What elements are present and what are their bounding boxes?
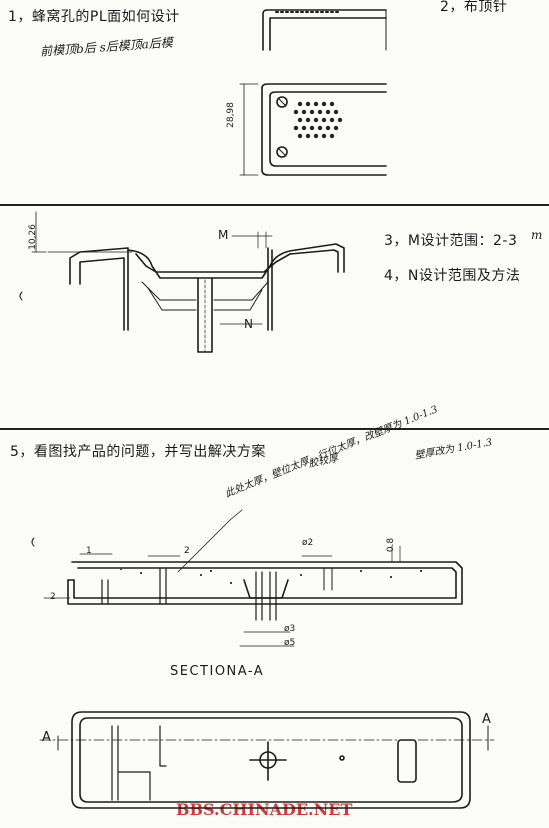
- honeycomb-cross-section: [262, 9, 387, 51]
- section-title: SECTIONA-A: [170, 664, 265, 679]
- honeycomb-holes: [293, 101, 343, 139]
- watermark: BBS.CHINADE.NET: [176, 800, 353, 819]
- dim-phi5: ø5: [284, 638, 296, 648]
- m-n-cross-section: [19, 211, 345, 353]
- dim-2-left: 2: [50, 592, 56, 602]
- question-5: 5，看图找产品的问题，并写出解决方案: [10, 444, 266, 460]
- section-divider-2: [0, 428, 549, 430]
- dim-1: 1: [86, 546, 92, 556]
- dim-phi2: ø2: [302, 538, 314, 548]
- section-marker-right: A: [482, 712, 491, 727]
- label-m: M: [218, 228, 229, 242]
- plan-view: [39, 711, 495, 809]
- dim-2-top: 2: [184, 546, 190, 556]
- section-divider-1: [0, 204, 549, 206]
- question-2: 2，布顶针: [440, 0, 508, 15]
- honeycomb-top-view: [239, 83, 387, 176]
- section-stipple: [120, 568, 422, 584]
- question-1: 1，蜂窝孔的PL面如何设计: [8, 9, 180, 25]
- question-3: 3，M设计范围：2-3: [384, 233, 518, 249]
- dim-phi3: ø3: [284, 624, 296, 634]
- section-a-a-view: [31, 509, 463, 647]
- question-4: 4，N设计范围及方法: [384, 268, 521, 284]
- question-3-unit: m: [531, 228, 543, 242]
- section-marker-left: A: [42, 730, 51, 745]
